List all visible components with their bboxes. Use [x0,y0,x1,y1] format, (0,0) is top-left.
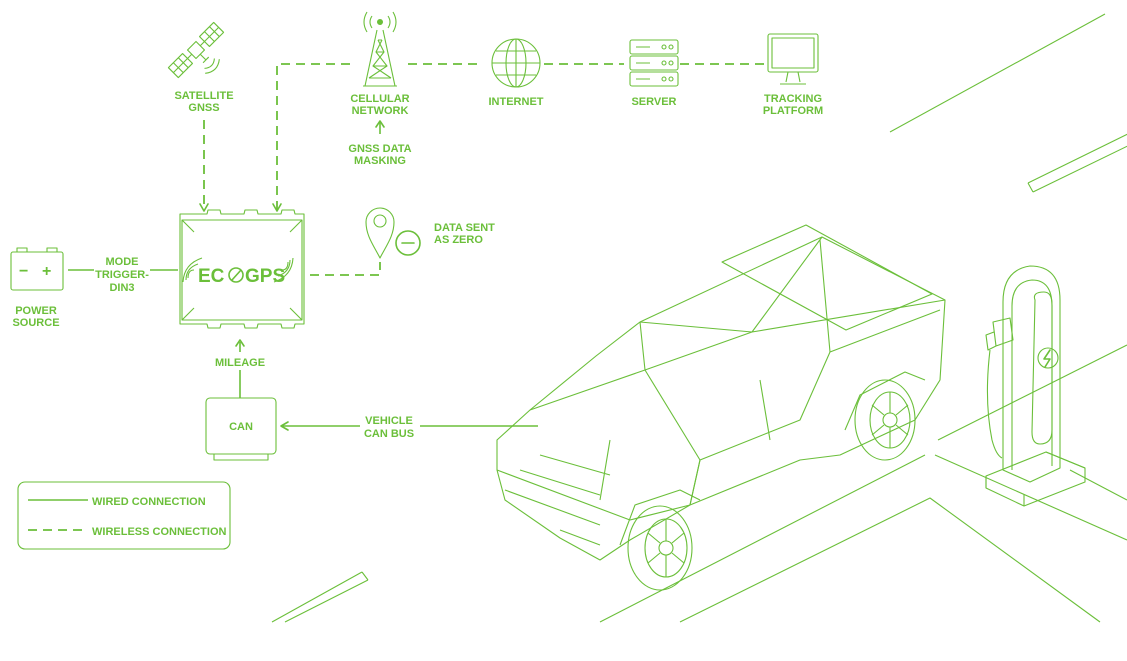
data-zero-label-line1: DATA SENT [434,222,495,234]
power-label-line1: POWER [15,305,57,317]
ecogps-device: EC GPS [179,209,305,329]
battery-icon: − + [10,247,64,291]
tracking-label-line1: TRACKING [764,93,822,105]
power-label-line2: SOURCE [12,317,59,329]
satellite-label-line1: SATELLITE [174,90,233,102]
legend-wired: WIRED CONNECTION [92,496,206,508]
ecogps-brand-gps: GPS [245,266,285,287]
battery-minus: − [19,263,28,280]
legend: WIRED CONNECTION WIRELESS CONNECTION [17,481,231,550]
masking-label-line1: GNSS DATA [348,143,411,155]
vehicle-bus-label-line2: CAN BUS [364,428,414,440]
masking-label-line2: MASKING [354,155,406,167]
mode-label-line3: DIN3 [109,282,134,294]
mileage-label: MILEAGE [215,357,265,369]
legend-wireless: WIRELESS CONNECTION [92,526,227,538]
server-icon [629,39,679,87]
vehicle-bus-label-line1: VEHICLE [365,415,413,427]
satellite-icon [167,21,225,79]
ecogps-brand-ec: EC [198,266,225,287]
satellite-label-line2: GNSS [188,102,219,114]
cellular-label-line1: CELLULAR [350,93,409,105]
connection-lines [68,63,764,431]
globe-icon [491,38,541,88]
location-pin-minus-icon [365,207,421,259]
mode-label-line1: MODE [106,256,139,268]
tracking-label-line2: PLATFORM [763,105,823,117]
internet-label: INTERNET [489,96,544,108]
vehicle-illustration [496,224,946,591]
ev-charger [985,265,1086,507]
cell-tower-icon [363,11,397,87]
battery-plus: + [42,263,51,280]
can-label: CAN [229,421,253,433]
mode-label-line2: TRIGGER- [95,269,149,281]
cellular-label-line2: NETWORK [352,105,409,117]
monitor-icon [767,33,819,85]
lightning-icon [1043,349,1051,368]
can-box: CAN [205,397,277,461]
data-zero-label-line2: AS ZERO [434,234,483,246]
server-label: SERVER [631,96,676,108]
